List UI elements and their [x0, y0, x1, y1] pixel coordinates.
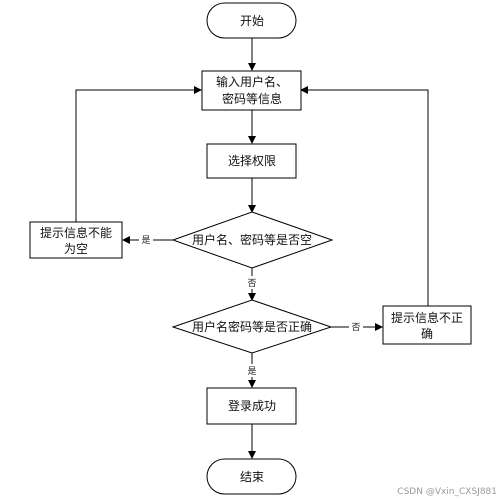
nodes [29, 2, 472, 495]
end-terminal [206, 458, 297, 495]
input-label-line2: 密码等信息 [222, 91, 282, 106]
check-empty-decision [171, 211, 334, 269]
input-box [201, 70, 302, 111]
edge-label-empty-no: 否 [247, 278, 256, 289]
label-bg-correct-yes [245, 364, 259, 377]
check-empty-label: 用户名、密码等是否空 [192, 232, 312, 247]
label-bg-empty-yes [139, 233, 153, 246]
watermark: CSDN @Vxin_CXSJ881 [397, 487, 497, 497]
edge-label-correct-yes: 是 [247, 366, 256, 377]
wrong-msg-box [382, 305, 472, 345]
wrong-msg-line2: 确 [421, 327, 433, 341]
end-label: 结束 [240, 470, 264, 484]
select-box [206, 143, 297, 179]
edge-label-empty-yes: 是 [141, 235, 150, 246]
check-correct-decision [171, 299, 333, 354]
check-correct-label: 用户名密码等是否正确 [192, 319, 312, 334]
start-terminal [206, 2, 297, 39]
edge-label-correct-no: 否 [351, 322, 360, 333]
input-label-line1: 输入用户名、 [216, 74, 288, 89]
wrong-msg-line1: 提示信息不正 [391, 310, 463, 325]
edge-empty-msg-back-to-input [75, 86, 202, 222]
empty-msg-box [29, 221, 123, 259]
empty-msg-line2: 为空 [64, 242, 88, 256]
edge-wrong-msg-back-to-input [300, 86, 429, 306]
label-bg-correct-no [349, 320, 363, 333]
success-box [206, 387, 297, 425]
success-label: 登录成功 [228, 398, 276, 413]
empty-msg-line1: 提示信息不能 [40, 225, 112, 240]
start-label: 开始 [240, 14, 264, 28]
select-label: 选择权限 [228, 154, 276, 168]
label-bg-empty-no [245, 276, 259, 289]
